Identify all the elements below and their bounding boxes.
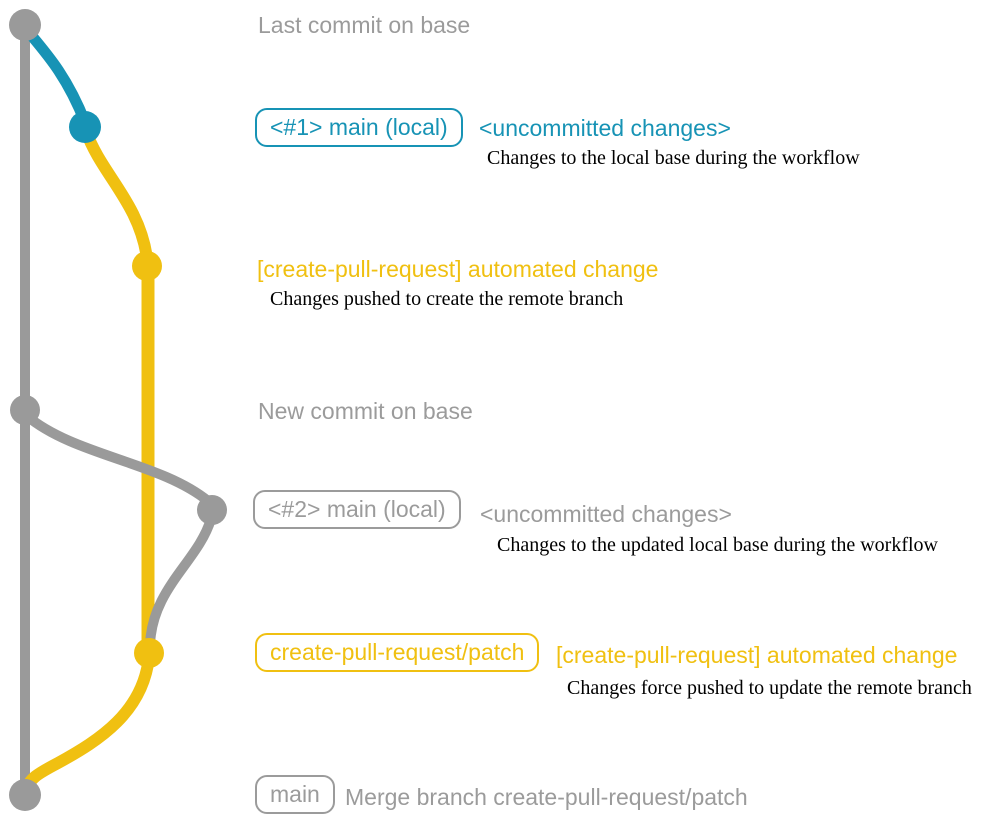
- main-local-2-curve: [22, 411, 213, 506]
- commit-dot-main-local-1: [69, 111, 101, 143]
- main-local-1-curve: [20, 23, 91, 128]
- commit-dot-main-local-2: [197, 495, 227, 525]
- main-local-2-to-patch-curve: [145, 514, 216, 650]
- badge-create-pull-request-patch: create-pull-request/patch: [255, 633, 540, 672]
- caption-merge-branch: Merge branch create-pull-request/patch: [345, 784, 748, 810]
- heading-new-commit-on-base: New commit on base: [258, 398, 473, 424]
- patch-merge-curve: [20, 651, 155, 797]
- status-uncommitted-changes-2: <uncommitted changes>: [480, 501, 732, 527]
- title-automated-change-2: [create-pull-request] automated change: [556, 642, 958, 668]
- status-uncommitted-changes-1: <uncommitted changes>: [479, 115, 731, 141]
- patch-branch-curve-top: [80, 125, 153, 264]
- badge-main: main: [255, 775, 335, 814]
- title-automated-change-1: [create-pull-request] automated change: [257, 256, 659, 282]
- commit-dot-merge: [9, 779, 41, 811]
- commit-dot-new-base: [10, 395, 40, 425]
- caption-force-pushed: Changes force pushed to update the remot…: [567, 677, 972, 699]
- badge-main-local-1: <#1> main (local): [255, 108, 463, 147]
- badge-main-local-2: <#2> main (local): [253, 490, 461, 529]
- heading-last-commit-on-base: Last commit on base: [258, 12, 471, 38]
- commit-dot-automated-change-1: [132, 251, 162, 281]
- caption-local-base-changes-1: Changes to the local base during the wor…: [487, 147, 860, 169]
- commit-dot-automated-change-2: [134, 638, 164, 668]
- git-graph: [9, 9, 227, 811]
- caption-local-base-changes-2: Changes to the updated local base during…: [497, 534, 938, 556]
- caption-pushed-to-create: Changes pushed to create the remote bran…: [270, 288, 624, 310]
- commit-dot-last-base: [9, 9, 41, 41]
